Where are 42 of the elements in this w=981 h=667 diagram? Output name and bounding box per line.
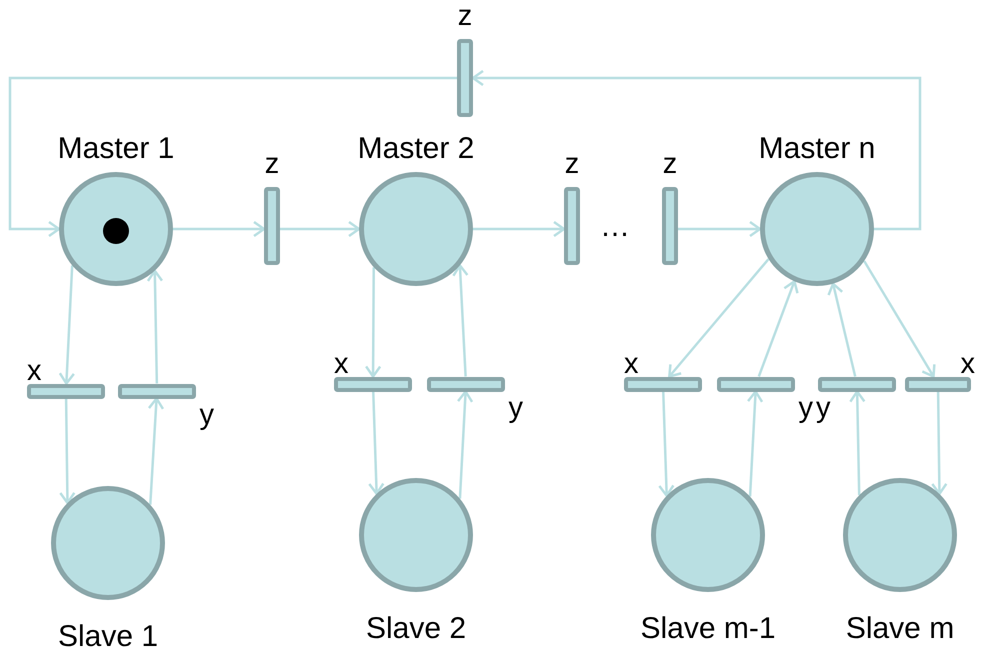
arrow — [148, 397, 164, 505]
arrow — [931, 391, 948, 496]
transition-label: y — [508, 394, 523, 422]
arrow — [8, 76, 457, 238]
arrow — [59, 398, 76, 504]
arrow — [678, 220, 762, 238]
arrow — [173, 220, 266, 238]
arrow — [368, 391, 385, 496]
arrow — [849, 390, 866, 496]
transition-label: z — [458, 2, 472, 31]
place-label: Slave m-1 — [640, 614, 776, 644]
arrow — [364, 267, 382, 378]
arrow — [472, 70, 922, 230]
transition-label: x — [624, 350, 638, 378]
arrow — [58, 265, 76, 385]
arrow — [758, 280, 799, 377]
transition-label: y — [816, 394, 830, 422]
transition-label: y — [798, 394, 813, 422]
transition-label: z — [662, 150, 678, 179]
place-label: Master 1 — [58, 134, 174, 164]
transition-label: x — [27, 356, 42, 386]
arrow — [827, 282, 856, 377]
place-label: Slave 2 — [366, 614, 466, 644]
transition-label: z — [264, 150, 280, 179]
place-label: Master 2 — [358, 134, 474, 164]
arrow — [146, 270, 164, 384]
place-label: Slave m — [846, 614, 954, 644]
arrow — [863, 260, 936, 378]
transition-label: x — [960, 350, 975, 378]
place-label: Master n — [758, 134, 876, 164]
arrow — [473, 220, 566, 238]
place-label: Slave 1 — [58, 622, 158, 652]
arrow — [668, 258, 770, 378]
arrow — [280, 220, 360, 238]
transition-label: x — [334, 350, 348, 378]
arrow — [658, 391, 675, 497]
ellipsis-label: … — [600, 212, 630, 242]
arrow — [456, 390, 474, 499]
arrow — [452, 264, 469, 377]
arrow — [746, 390, 764, 497]
transition-label: z — [564, 150, 580, 179]
transition-label: y — [200, 400, 214, 430]
